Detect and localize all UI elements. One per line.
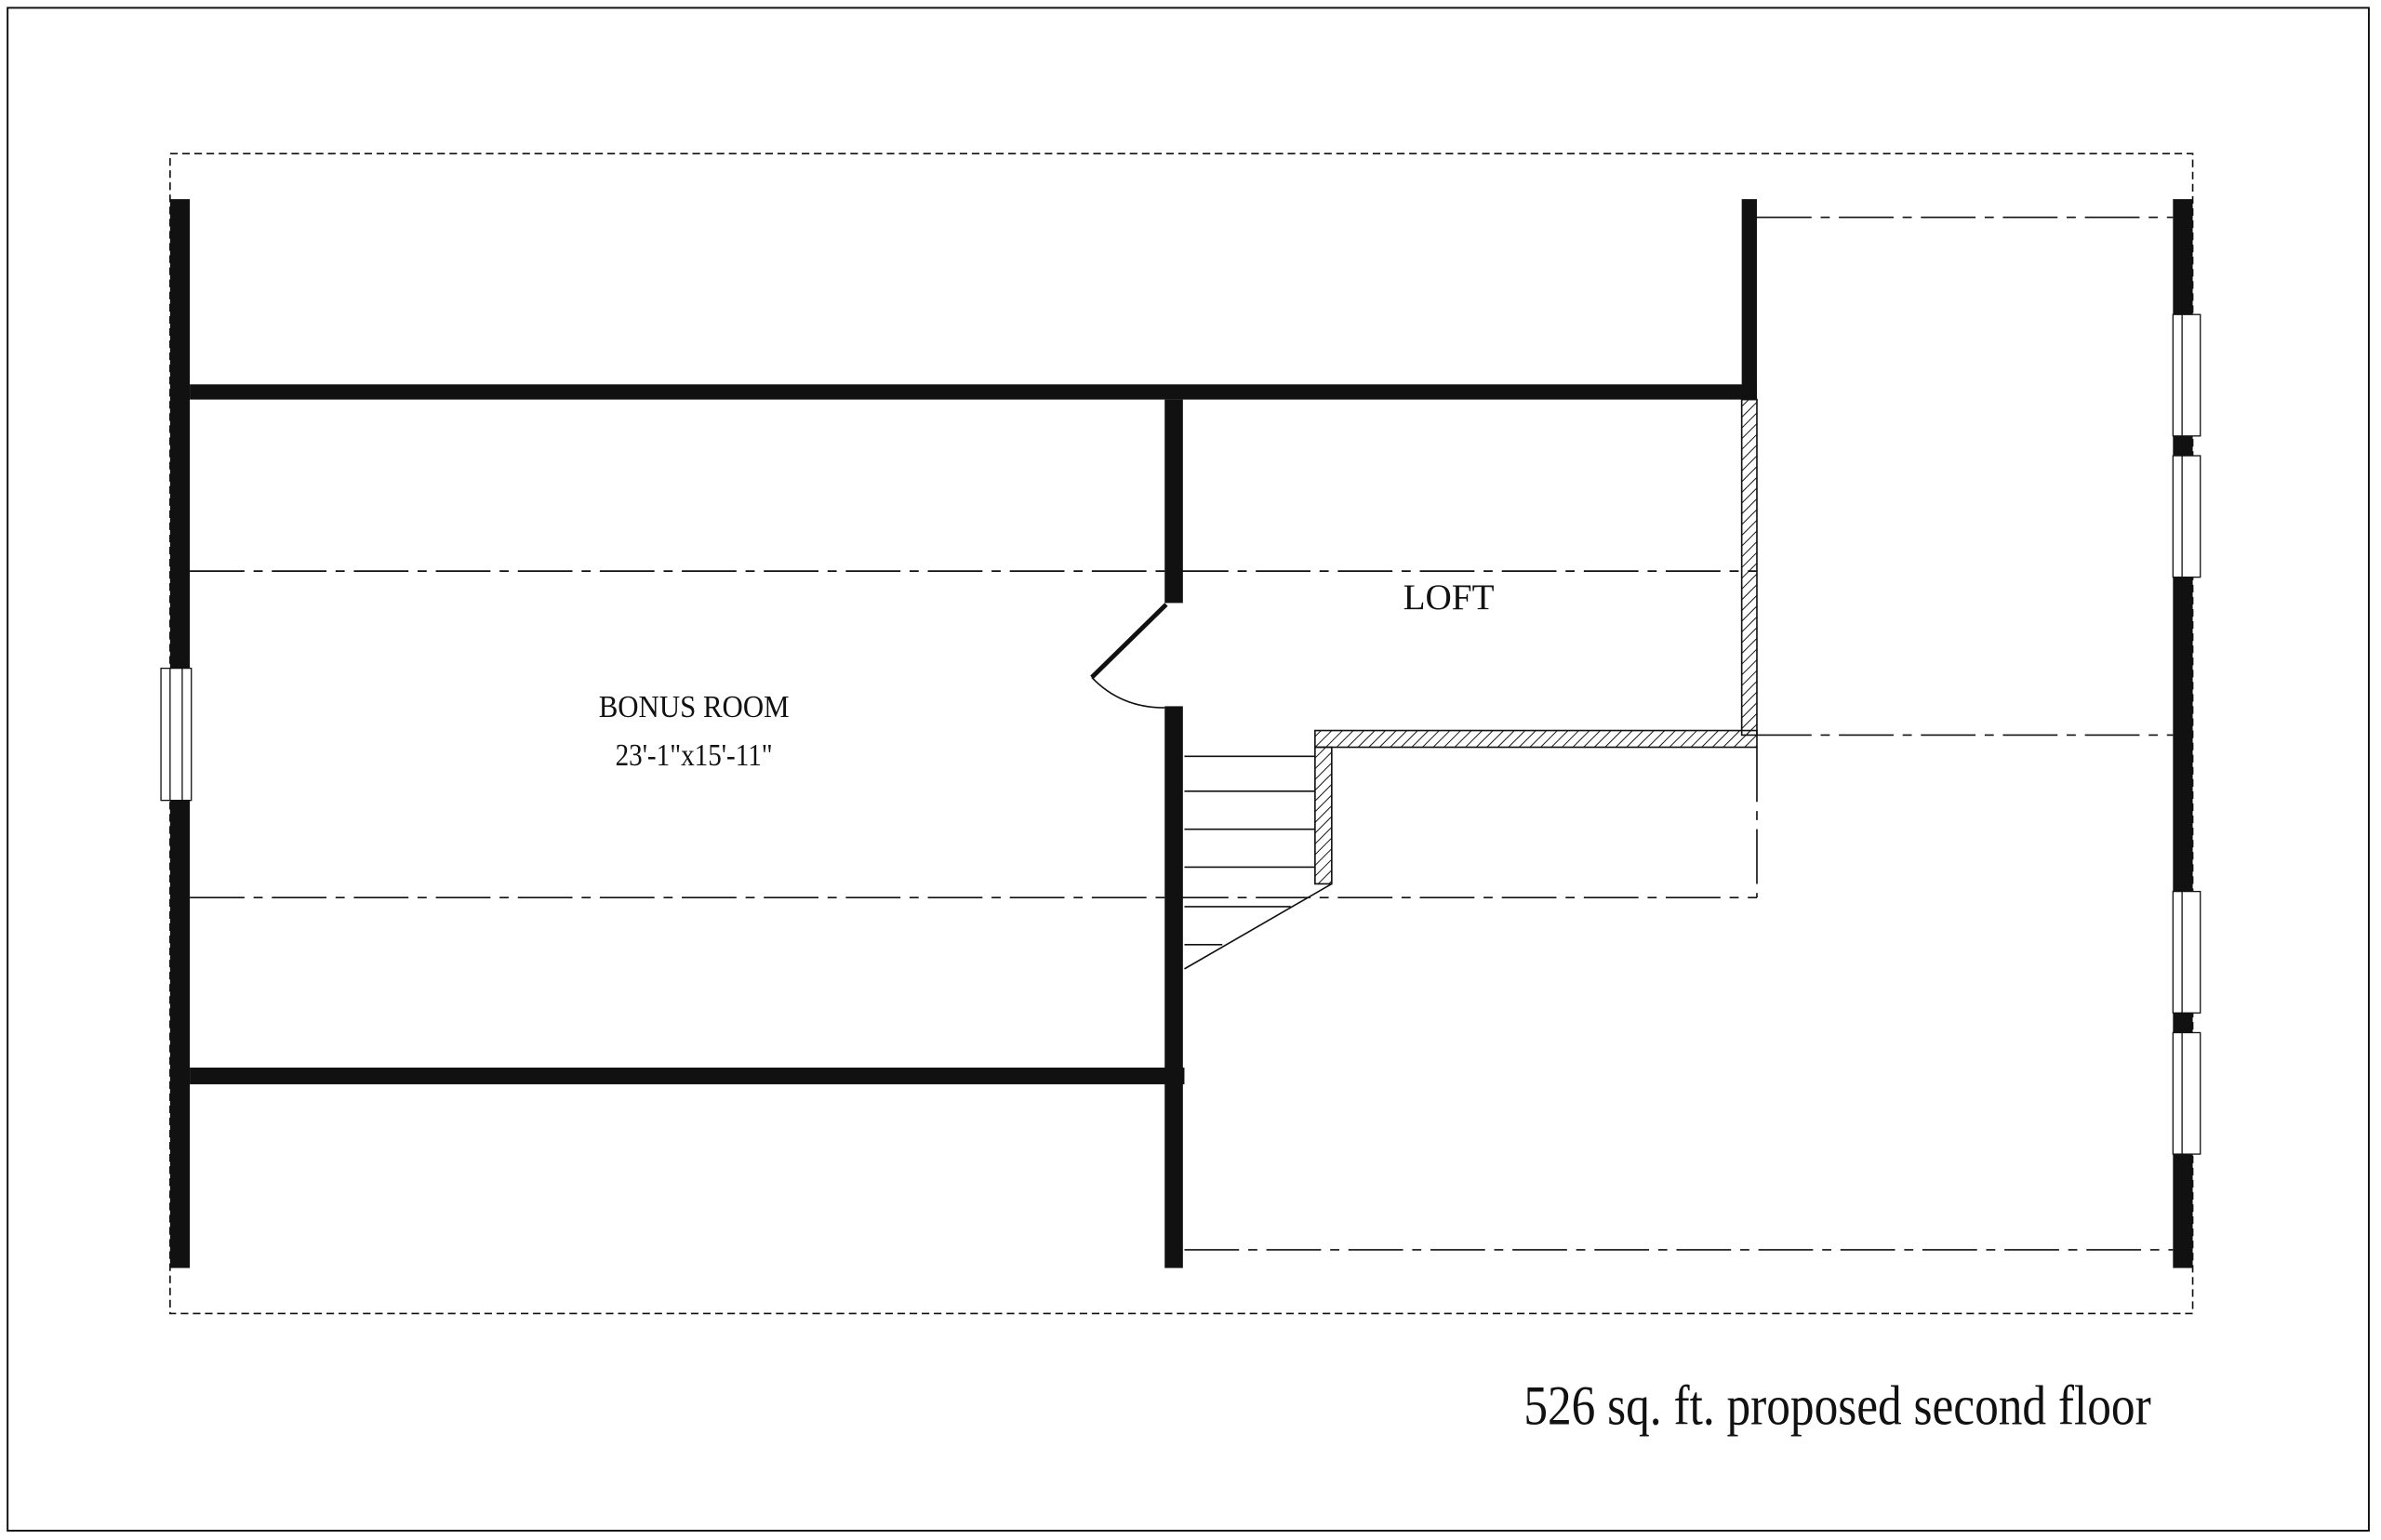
stairs xyxy=(1184,755,1333,970)
top-right-wall xyxy=(1741,199,1757,400)
railing xyxy=(1314,398,1758,885)
door-swing-arc xyxy=(1091,676,1165,709)
top-knee-wall xyxy=(190,384,1757,400)
middle-wall-upper xyxy=(1164,399,1183,604)
window-left xyxy=(160,667,193,802)
door xyxy=(1090,603,1168,709)
window-right-1 xyxy=(2172,313,2201,437)
ridge-lines xyxy=(190,216,2174,1251)
windows xyxy=(160,313,2201,1155)
bottom-knee-wall xyxy=(190,1068,1185,1084)
walls xyxy=(169,199,2193,1268)
window-right-4 xyxy=(2172,1031,2201,1155)
window-right-2 xyxy=(2172,455,2201,578)
room-dimensions-bonus-room: 23'-1"x15'-11" xyxy=(616,737,773,773)
room-label-loft: LOFT xyxy=(1403,578,1495,617)
door-leaf xyxy=(1090,603,1168,680)
window-right-3 xyxy=(2172,890,2201,1014)
middle-wall-lower xyxy=(1164,706,1183,1268)
room-label-bonus-room: BONUS ROOM xyxy=(599,689,790,724)
page-border xyxy=(7,7,2370,1532)
floor-area-caption: 526 sq. ft. proposed second floor xyxy=(1523,1375,2151,1438)
